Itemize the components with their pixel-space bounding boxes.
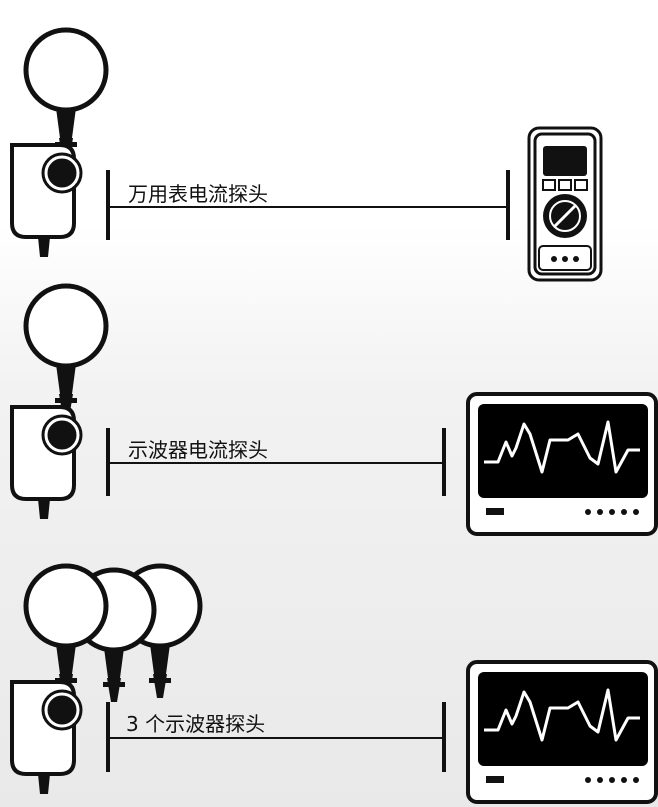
current-clamp-icon bbox=[26, 30, 106, 162]
probe-body-icon bbox=[10, 143, 83, 259]
multimeter-icon bbox=[527, 126, 603, 282]
oscilloscope-icon bbox=[466, 392, 658, 536]
row-2-label: 示波器电流探头 bbox=[128, 438, 268, 462]
current-clamp-icon bbox=[26, 566, 106, 698]
probe-body-icon bbox=[10, 680, 83, 796]
current-clamp-icon bbox=[26, 286, 106, 418]
row-1 bbox=[10, 30, 603, 282]
row-2 bbox=[10, 286, 658, 536]
row-3-label: 3 个示波器探头 bbox=[126, 712, 266, 736]
row-1-label: 万用表电流探头 bbox=[128, 182, 268, 206]
row-3 bbox=[10, 566, 658, 804]
oscilloscope-icon bbox=[466, 660, 658, 804]
probe-body-icon bbox=[10, 405, 83, 521]
